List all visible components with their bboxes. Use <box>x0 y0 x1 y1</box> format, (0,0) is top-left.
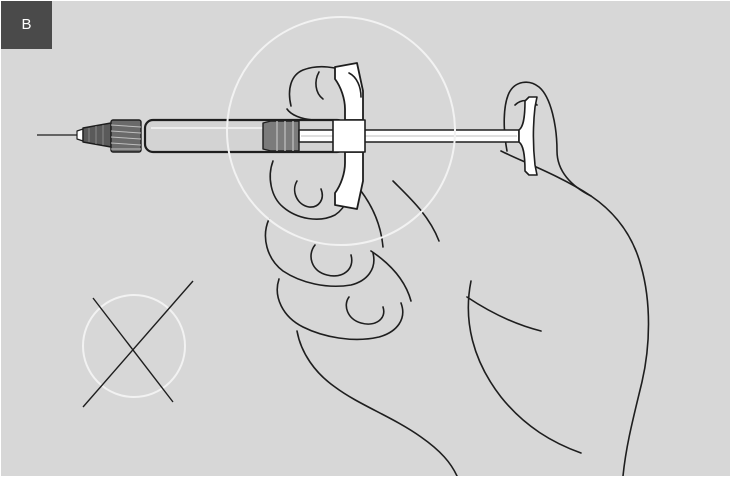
syringe-finger-flange <box>334 62 364 121</box>
syringe-plunger-thumb-pad <box>518 96 538 176</box>
focus-area-circle <box>226 16 456 246</box>
ring-finger <box>264 218 375 288</box>
thumb-outline <box>503 81 592 197</box>
cross-in-circle-icon <box>82 280 194 408</box>
little-finger <box>276 278 404 341</box>
hand-outline <box>500 150 650 476</box>
syringe-plunger-stopper <box>262 120 300 152</box>
figure-label-badge: B <box>1 1 52 49</box>
syringe <box>37 62 538 210</box>
syringe-needle-hub <box>82 122 112 148</box>
